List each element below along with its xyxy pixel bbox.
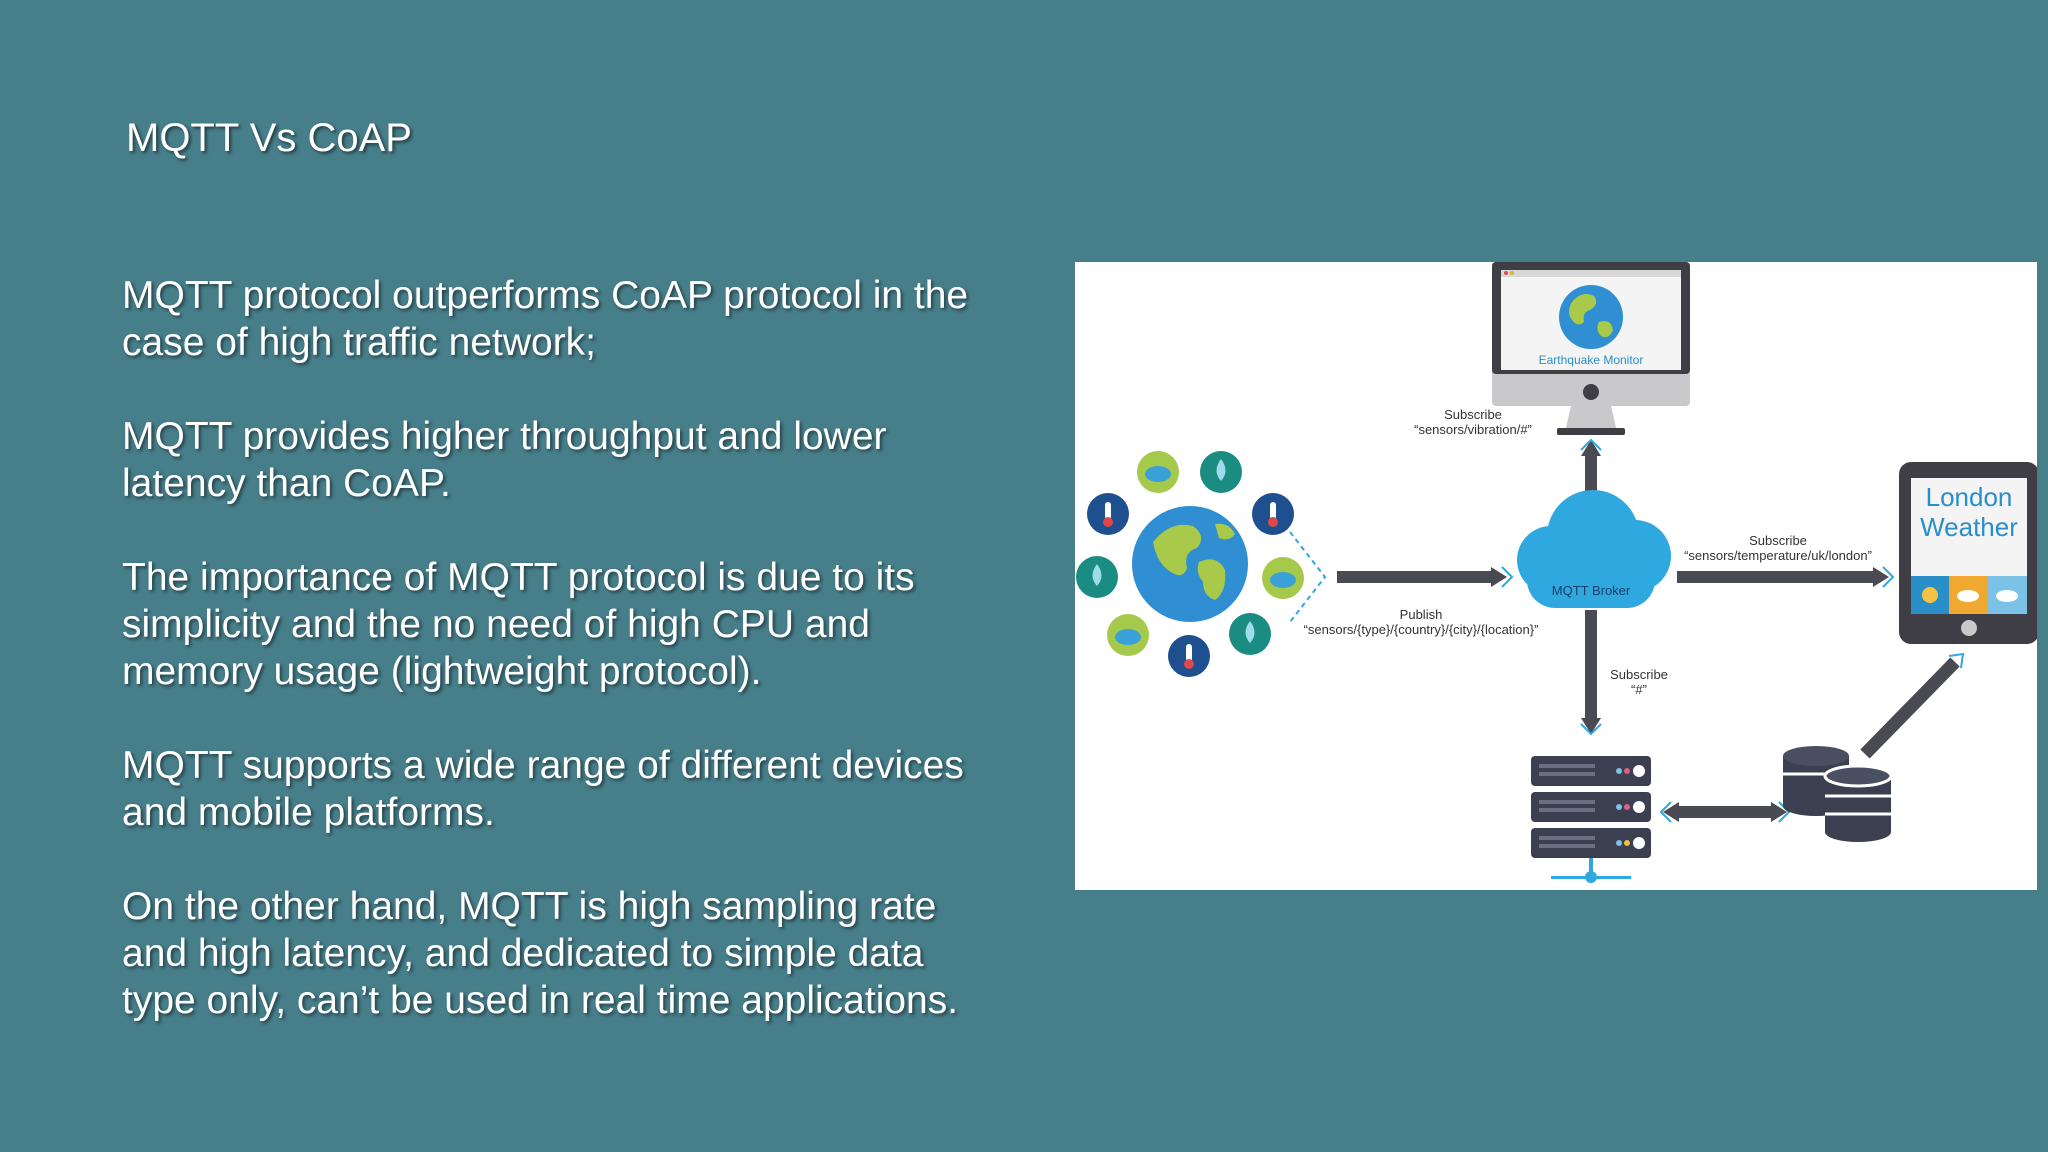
thermometer-icon <box>1252 493 1294 535</box>
bullet-item: The importance of MQTT protocol is due t… <box>122 556 915 693</box>
bullet-item: On the other hand, MQTT is high sampling… <box>122 885 959 1022</box>
subscribe-bottom-topic: “#” <box>1631 682 1647 697</box>
subscribe-bottom-label: Subscribe <box>1610 667 1668 682</box>
cloud-small-icon <box>1957 590 1979 602</box>
bullet-item: MQTT protocol outperforms CoAP protocol … <box>122 274 969 364</box>
thermometer-icon <box>1168 635 1210 677</box>
server-database-arrow <box>1659 801 1791 823</box>
subscribe-top-label: Subscribe <box>1444 407 1502 422</box>
cloud-small-icon <box>1996 590 2018 602</box>
subscribe-right-topic: “sensors/temperature/uk/london” <box>1684 548 1872 563</box>
slide-title: MQTT Vs CoAP <box>126 116 412 160</box>
mqtt-broker-cloud-icon: MQTT Broker <box>1517 490 1671 608</box>
sensor-cluster <box>1076 451 1327 677</box>
water-drop-icon <box>1076 556 1118 598</box>
cloud-sensor-icon <box>1107 614 1149 656</box>
sun-icon <box>1922 587 1938 603</box>
water-drop-icon <box>1229 613 1271 655</box>
monitor-icon: Earthquake Monitor <box>1492 262 1690 435</box>
tablet-icon: London Weather <box>1899 462 2037 644</box>
publish-arrow <box>1337 566 1514 588</box>
tablet-title-line2: Weather <box>1920 512 2018 542</box>
server-rack-icon <box>1531 756 1651 883</box>
water-drop-icon <box>1200 451 1242 493</box>
globe-icon <box>1132 506 1248 622</box>
database-tablet-arrow <box>1860 652 1965 759</box>
bullet-item: MQTT provides higher throughput and lowe… <box>122 415 887 505</box>
bullet-list: MQTT protocol outperforms CoAP protocol … <box>122 272 1002 1071</box>
tablet-title-line1: London <box>1926 482 2013 512</box>
publish-label: Publish <box>1400 607 1443 622</box>
globe-small-icon <box>1559 285 1623 349</box>
subscribe-top-topic: “sensors/vibration/#” <box>1414 422 1532 437</box>
thermometer-icon <box>1087 493 1129 535</box>
database-icon <box>1783 746 1893 842</box>
cloud-sensor-icon <box>1262 557 1304 599</box>
broker-label: MQTT Broker <box>1552 583 1631 598</box>
mqtt-architecture-diagram: Earthquake Monitor London Weather <box>1075 262 2037 890</box>
cloud-sensor-icon <box>1137 451 1179 493</box>
publish-topic: “sensors/{type}/{country}/{city}/{locati… <box>1304 622 1539 637</box>
subscribe-right-arrow <box>1677 566 1895 588</box>
subscribe-right-label: Subscribe <box>1749 533 1807 548</box>
monitor-label: Earthquake Monitor <box>1539 353 1644 367</box>
subscribe-down-arrow <box>1580 610 1602 736</box>
bullet-item: MQTT supports a wide range of different … <box>122 744 964 834</box>
